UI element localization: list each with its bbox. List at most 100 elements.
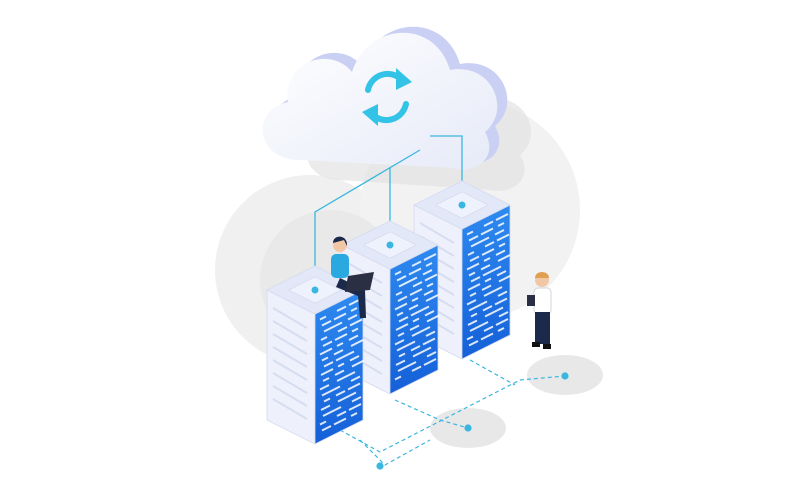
server-light <box>336 410 347 417</box>
server-light <box>424 310 435 317</box>
server-light <box>322 377 330 382</box>
server-light <box>323 361 334 368</box>
server-light <box>319 315 327 321</box>
server-light <box>321 388 335 397</box>
server-light <box>321 320 332 327</box>
server-light <box>348 403 362 411</box>
server-light <box>396 343 410 352</box>
server-light <box>480 300 488 306</box>
server-light <box>347 350 355 356</box>
server-light <box>468 340 479 347</box>
server-light <box>468 271 476 277</box>
server-light <box>398 316 409 323</box>
server-light <box>497 254 511 262</box>
server-light <box>466 230 474 236</box>
server-light <box>482 305 493 312</box>
server-light <box>412 349 426 358</box>
server-light <box>483 220 494 227</box>
server-light <box>483 325 494 332</box>
server-light <box>469 292 477 297</box>
server-light <box>333 385 341 391</box>
server-light <box>394 339 405 346</box>
server-light <box>348 334 359 341</box>
server-light <box>350 339 364 347</box>
server-light <box>410 345 421 352</box>
server-light <box>481 248 495 256</box>
server-light <box>395 323 409 331</box>
server-light <box>322 340 333 347</box>
server-light <box>482 268 496 277</box>
server-light <box>350 375 361 382</box>
server-light <box>425 262 433 267</box>
server-light <box>396 311 404 317</box>
server-light <box>333 312 347 321</box>
server-light <box>397 364 411 372</box>
server-light <box>497 222 505 227</box>
server-light <box>334 369 345 376</box>
woman-with-laptop <box>331 236 374 318</box>
server-light <box>323 324 337 333</box>
server-light <box>468 303 482 312</box>
server-light <box>337 394 351 403</box>
server-light <box>334 406 342 411</box>
server-light <box>468 235 479 242</box>
server-light <box>409 288 423 296</box>
server-vent <box>272 385 308 407</box>
server-light <box>349 318 363 327</box>
server-light <box>410 276 418 282</box>
server-light <box>470 239 484 248</box>
server-light <box>495 213 509 221</box>
server-light <box>496 306 504 312</box>
server-vent <box>272 346 308 368</box>
server-light <box>423 253 437 261</box>
server-light <box>484 277 492 283</box>
server-light <box>424 273 438 282</box>
server-light <box>480 264 491 271</box>
server-light <box>498 311 509 318</box>
server-light <box>351 359 365 368</box>
server-light <box>423 289 434 296</box>
server-light <box>424 346 432 352</box>
server-light <box>482 236 490 242</box>
server-light <box>484 241 495 248</box>
server-light <box>333 417 347 426</box>
server-light <box>422 337 436 346</box>
server-light <box>321 356 329 362</box>
server-light <box>495 249 506 256</box>
server-light <box>334 333 348 341</box>
server-light <box>469 324 483 332</box>
server-light <box>483 289 497 297</box>
server-light <box>398 352 406 358</box>
server-light <box>397 295 408 302</box>
server-light <box>411 365 422 372</box>
server-light <box>466 335 474 341</box>
server-light <box>398 279 412 288</box>
server-light <box>467 283 481 291</box>
server-light <box>426 282 434 288</box>
server-light <box>467 251 475 256</box>
server-light <box>394 375 402 381</box>
server-light <box>347 382 361 391</box>
server-light <box>349 355 360 362</box>
server-light <box>494 229 505 236</box>
server-light <box>348 371 356 376</box>
server-light <box>336 342 344 347</box>
server-light <box>470 276 481 283</box>
server-light <box>423 326 431 331</box>
server-light <box>322 409 336 417</box>
server-light <box>351 396 362 403</box>
server-light <box>425 294 439 302</box>
server-light <box>422 305 430 311</box>
server-light <box>350 412 358 417</box>
server-light <box>333 349 344 356</box>
server-light <box>337 362 345 368</box>
server-light <box>335 353 349 362</box>
server-light <box>320 404 331 411</box>
server-light <box>426 351 437 358</box>
server-light <box>336 305 347 312</box>
server-light <box>337 326 348 333</box>
server-light <box>469 255 480 262</box>
server-light <box>409 361 417 366</box>
server-light <box>319 384 330 391</box>
server-node-dot <box>458 201 466 209</box>
